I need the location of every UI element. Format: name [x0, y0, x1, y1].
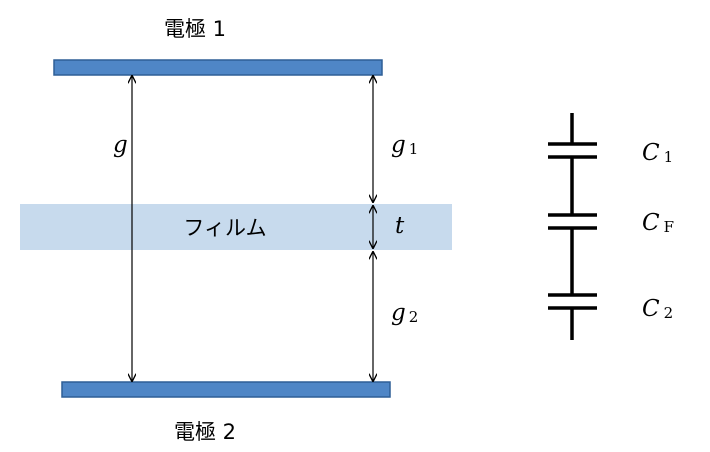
top-electrode: [53, 59, 383, 76]
film-thickness-label: t: [395, 213, 405, 239]
gap-g-label: g: [113, 132, 128, 158]
series-capacitor-circuit: [548, 113, 597, 340]
bottom-electrode-label: 電極 2: [174, 420, 236, 444]
film-layer: [20, 204, 452, 250]
top-electrode-label: 電極 1: [164, 17, 226, 41]
bottom-electrode: [61, 381, 391, 398]
film-label: フィルム: [183, 216, 266, 240]
